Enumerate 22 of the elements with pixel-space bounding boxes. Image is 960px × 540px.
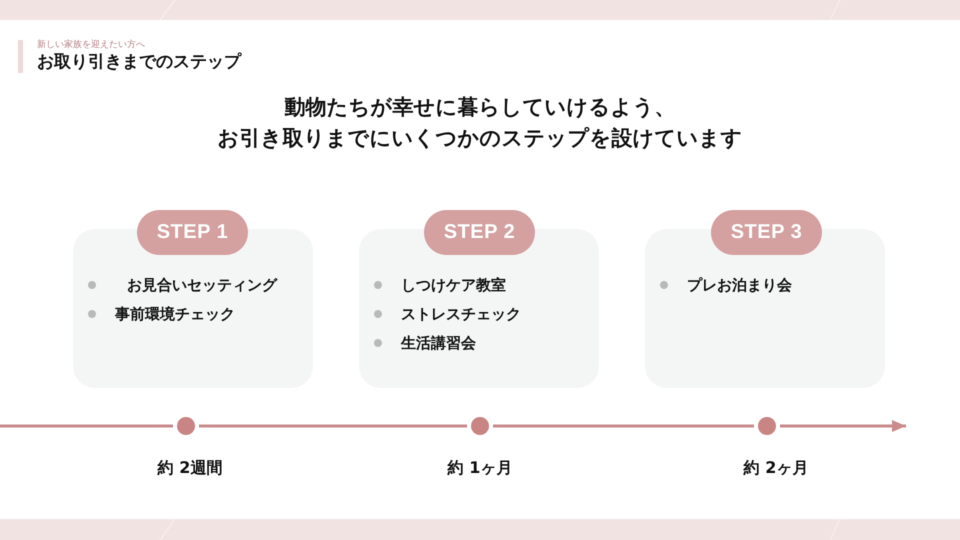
list-item: 事前環境チェック [115, 304, 235, 324]
list-item: 生活講習会 [401, 333, 476, 353]
heading: 動物たちが幸せに暮らしていけるよう、お引き取りまでにいくつかのステップを設けています [218, 94, 742, 152]
subtitle: 新しい家族を迎えたい方へ [37, 40, 145, 51]
list-item: プレお泊まり会 [687, 275, 792, 295]
list-item: お見合いセッティング [127, 275, 277, 295]
step-badge: STEP 1 [137, 210, 248, 255]
step-badge: STEP 2 [424, 210, 535, 255]
arrow [780, 420, 906, 432]
duration-label: 約 1ヶ月 [448, 458, 512, 478]
timeline-dot [471, 417, 489, 435]
duration-label: 約 2ヶ月 [744, 458, 808, 478]
connector-line [0, 424, 173, 428]
connector-line [493, 424, 754, 428]
list-item: ストレスチェック [401, 304, 521, 324]
title: お取り引きまでのステップ [37, 52, 241, 73]
list-item: しつけケア教室 [401, 275, 506, 295]
timeline-dot [177, 417, 195, 435]
duration-label: 約 2週間 [158, 458, 222, 478]
timeline-dot [758, 417, 776, 435]
step-badge: STEP 3 [711, 210, 822, 255]
connector-line [199, 424, 467, 428]
